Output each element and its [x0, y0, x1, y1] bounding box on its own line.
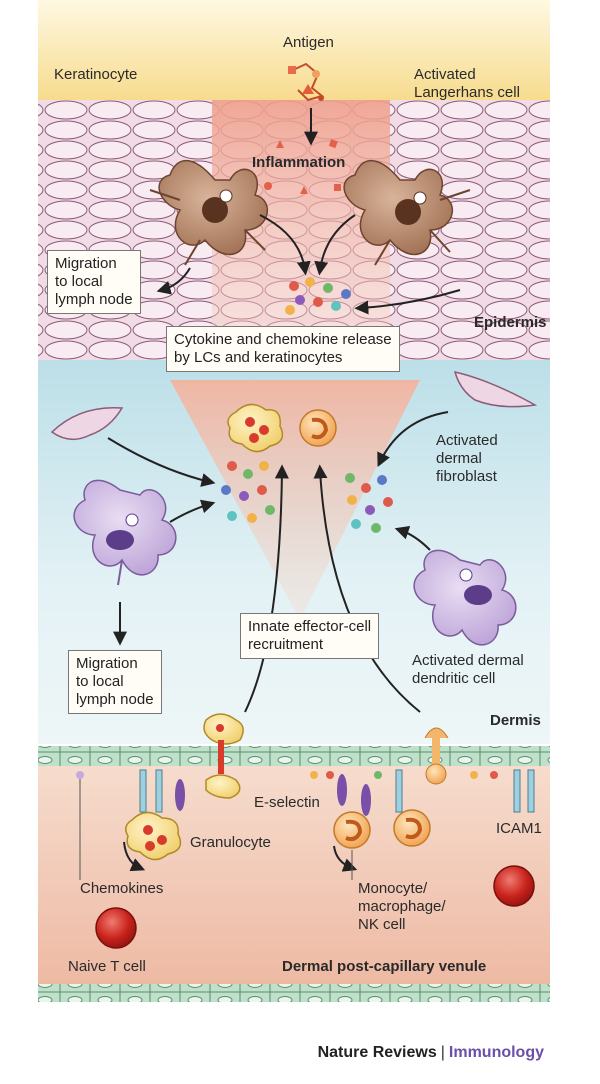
- label-monocyte: Monocyte/ macrophage/ NK cell: [358, 880, 446, 933]
- naive-t-cell: [95, 907, 137, 949]
- label-dermis: Dermis: [490, 712, 541, 729]
- credit-publisher: Nature Reviews: [317, 1044, 437, 1061]
- dendritic-cell-right: [413, 549, 517, 646]
- box-innate-recruitment: Innate effector-cell recruitment: [240, 613, 380, 659]
- monocyte-transmigrating: [424, 727, 449, 785]
- e-selectin-molecules: [175, 774, 371, 816]
- chemokine-dots-dermis-right: [345, 473, 393, 533]
- monocyte-dermis: [299, 409, 337, 447]
- label-activated-fibroblast: Activated dermal fibroblast: [436, 432, 498, 485]
- label-epidermis: Epidermis: [474, 314, 547, 331]
- journal-credit: Nature Reviews|Immunology: [318, 1044, 544, 1062]
- langerhans-cell-right: [343, 159, 471, 266]
- label-activated-dermal-dc: Activated dermal dendritic cell: [412, 652, 524, 687]
- label-chemokines: Chemokines: [80, 880, 164, 897]
- label-granulocyte: Granulocyte: [190, 834, 271, 851]
- fibroblast-right: [453, 370, 538, 408]
- label-icam1: ICAM1: [496, 820, 542, 837]
- box-migration-top: Migration to local lymph node: [47, 250, 141, 314]
- antigen-icon: [288, 62, 325, 102]
- label-venule: Dermal post-capillary venule: [282, 958, 487, 975]
- monocyte-venule-2: [393, 809, 431, 847]
- endothelium-bottom: [38, 984, 550, 1002]
- langerhans-cell-left: [149, 159, 269, 266]
- label-e-selectin: E-selectin: [254, 794, 320, 811]
- stratum-corneum: [38, 0, 550, 110]
- granulocyte-venule: [125, 811, 182, 861]
- label-keratinocyte: Keratinocyte: [54, 66, 138, 83]
- icam1-molecules: [139, 769, 535, 813]
- venule-lumen: [38, 766, 550, 984]
- credit-separator: |: [440, 1044, 445, 1061]
- box-migration-bottom: Migration to local lymph node: [68, 650, 162, 714]
- granulocyte-transmigrating: [203, 713, 244, 799]
- label-naive-t-cell: Naive T cell: [68, 958, 146, 975]
- endothelium-top: [38, 746, 550, 766]
- label-activated-langerhans: Activated Langerhans cell: [414, 66, 520, 101]
- dendritic-cell-left: [73, 479, 177, 586]
- t-cell-right: [493, 865, 535, 907]
- fibroblast-left: [50, 406, 124, 441]
- chemokine-dots-epidermis: [285, 277, 351, 315]
- label-inflammation: Inflammation: [252, 154, 346, 171]
- granulocyte-dermis: [227, 403, 284, 453]
- chemokine-dots-dermis-left: [221, 461, 275, 523]
- credit-journal: Immunology: [448, 1044, 544, 1061]
- monocyte-venule-1: [333, 811, 371, 849]
- label-antigen: Antigen: [283, 34, 334, 51]
- chemokine-dots-endothelium: [76, 771, 498, 779]
- antigen-fragments: [264, 139, 341, 194]
- box-cytokine-release: Cytokine and chemokine release by LCs an…: [166, 326, 400, 372]
